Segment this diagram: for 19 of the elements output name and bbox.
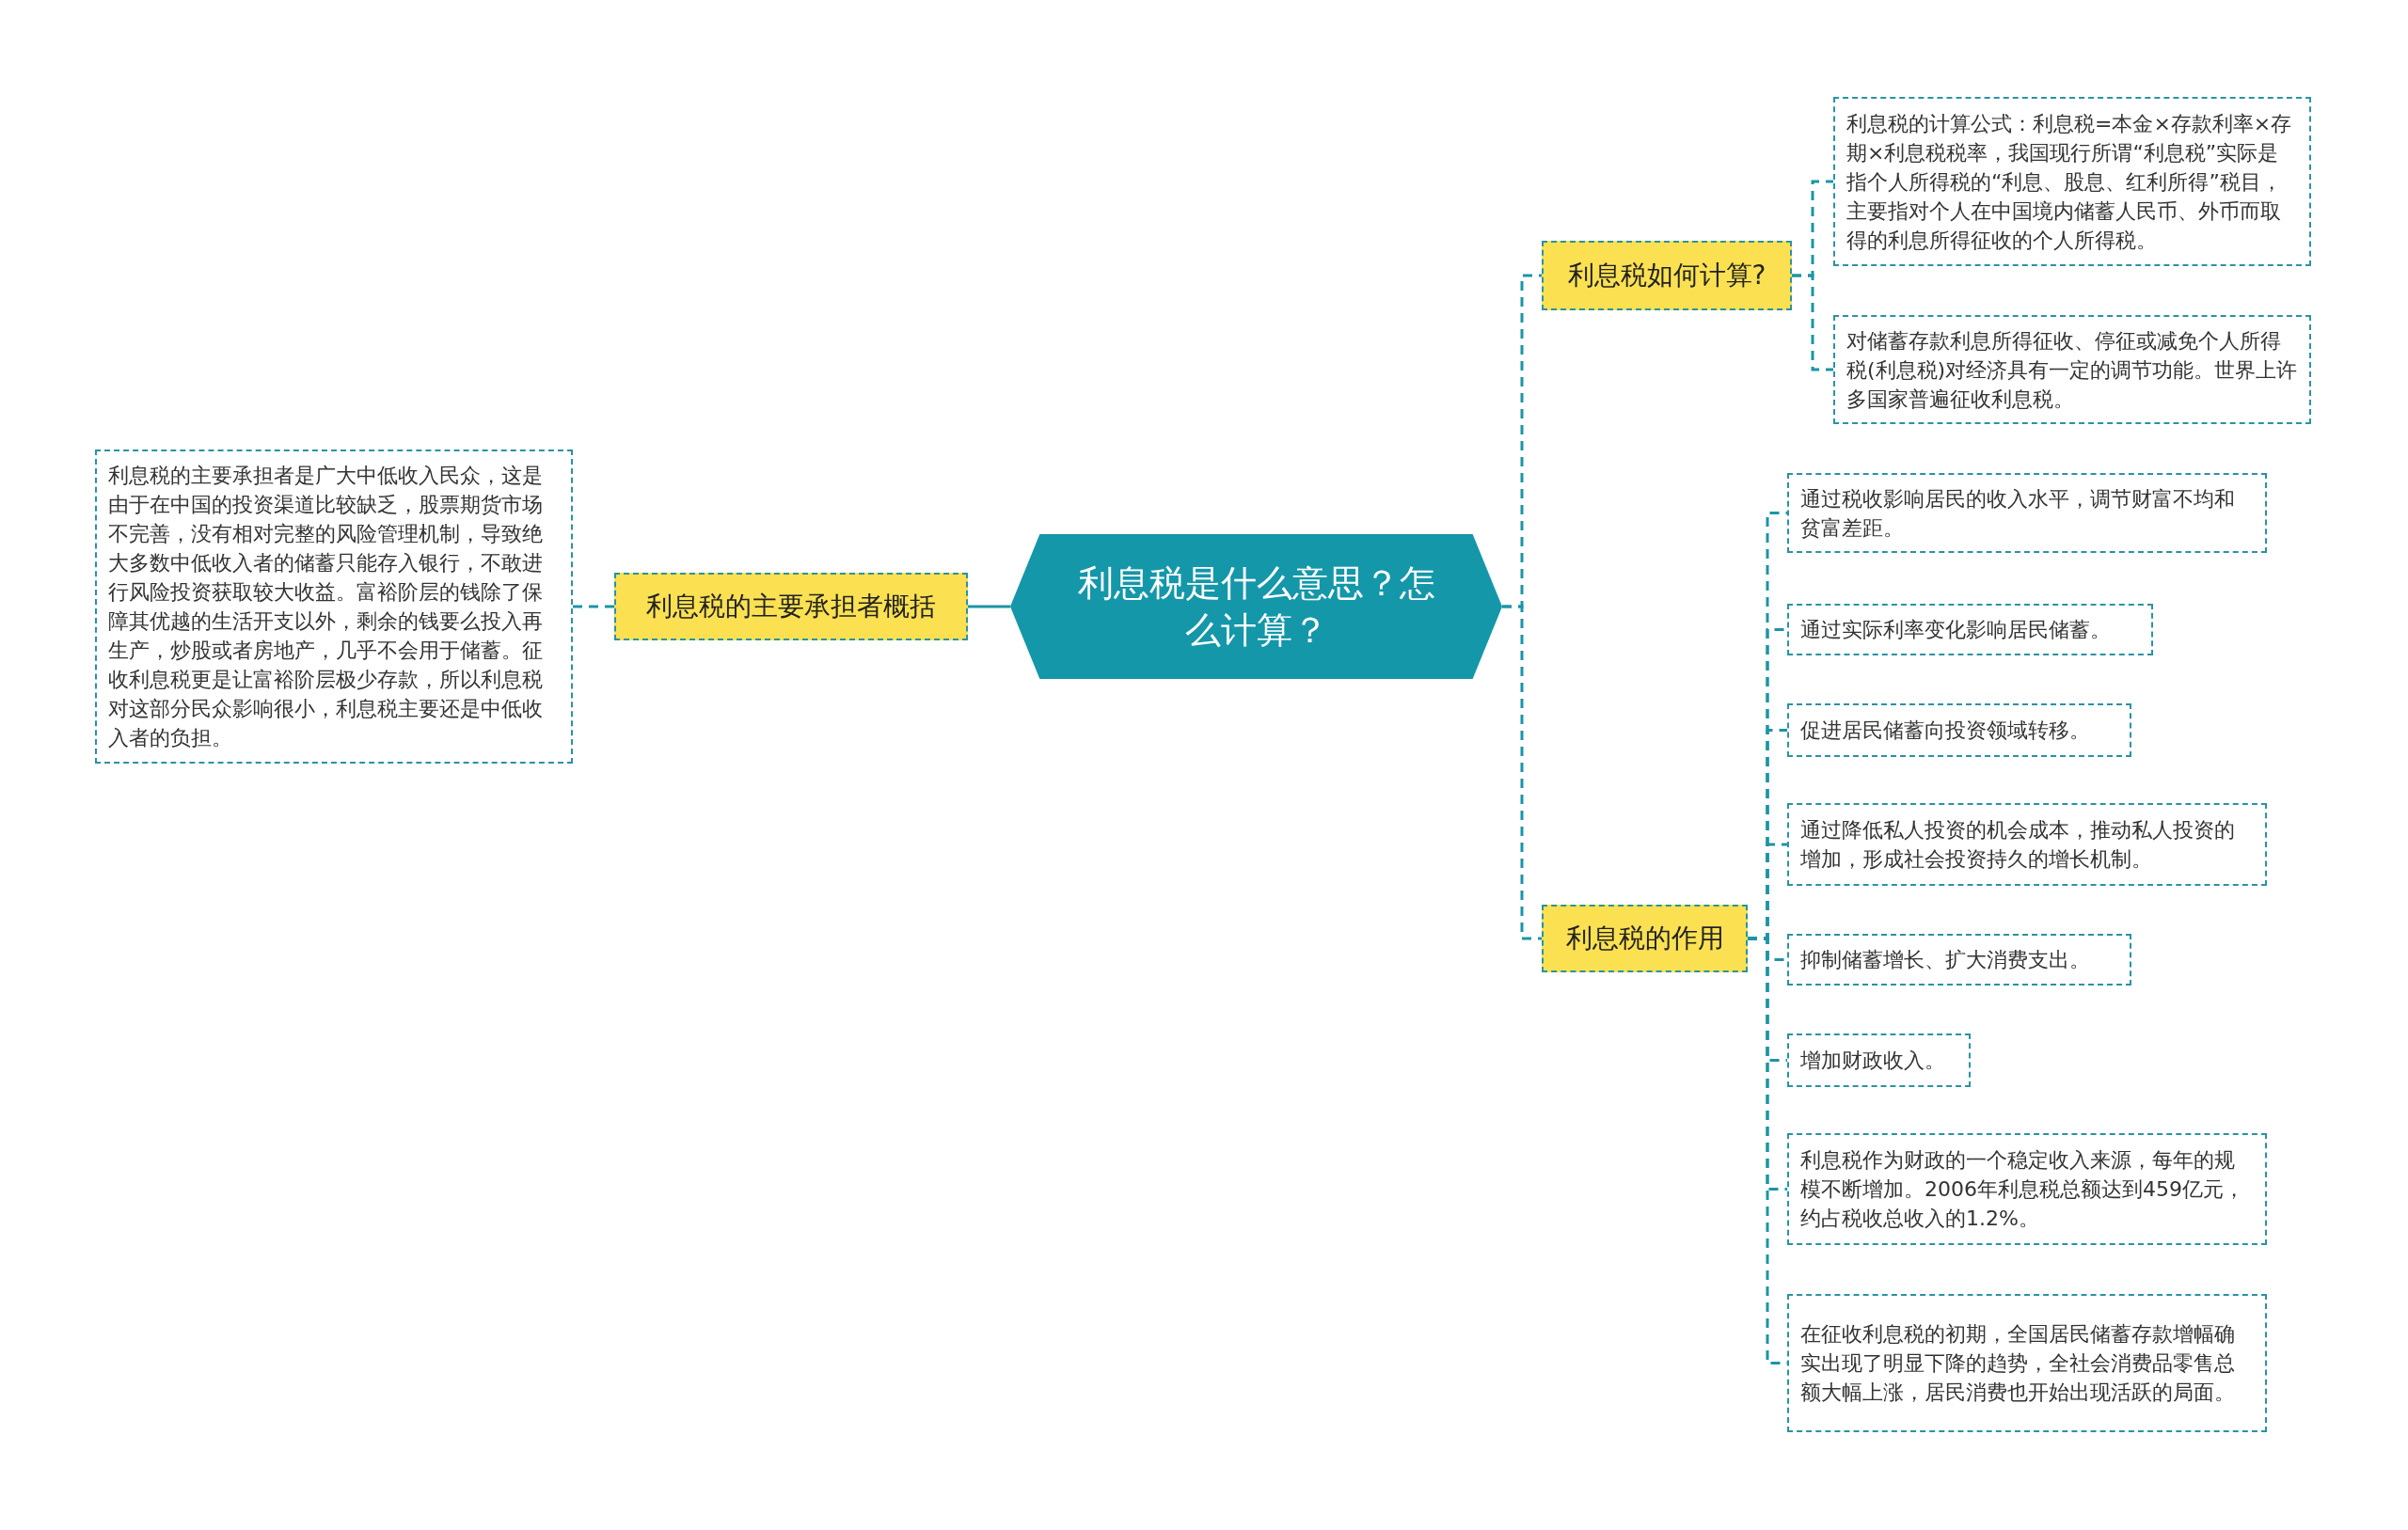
note-box: 通过税收影响居民的收入水平，调节财富不均和贫富差距。	[1787, 473, 2267, 553]
topic-box: 利息税如何计算?	[1542, 241, 1792, 310]
note-box: 利息税作为财政的一个稳定收入来源，每年的规模不断增加。2006年利息税总额达到459亿元，约占税收总收入的1.2%。	[1787, 1133, 2267, 1245]
connector-line	[1502, 605, 1542, 940]
topic-box: 利息税的主要承担者概括	[614, 573, 968, 640]
note-box: 抑制储蓄增长、扩大消费支出。	[1787, 934, 2131, 986]
note-box: 利息税的主要承担者是广大中低收入民众，这是由于在中国的投资渠道比较缺乏，股票期货市场不完善，没有相对完整的风险管理机制，导致绝大多数中低收入者的储蓄只能存入银行，不敢进行风险投资获取较大收益。富裕阶层的钱除了保障其优越的生活开支以外，剩余的钱要么投入再生产，炒股或者房地产，几乎不会用于储蓄。征收利息税更是让富裕阶层极少存款，所以利息税对这部分民众影响很小，利息税主要还是中低收入者的负担。	[95, 450, 573, 764]
topic-box: 利息税的作用	[1542, 905, 1748, 972]
note-box: 通过降低私人投资的机会成本，推动私人投资的增加，形成社会投资持久的增长机制。	[1787, 803, 2267, 886]
note-box: 对储蓄存款利息所得征收、停征或减免个人所得税(利息税)对经济具有一定的调节功能。世界上许多国家普遍征收利息税。	[1833, 315, 2311, 424]
central-topic-hexagon: 利息税是什么意思？怎么计算？	[1010, 534, 1502, 679]
note-box: 利息税的计算公式：利息税=本金×存款利率×存期×利息税税率，我国现行所谓“利息税”实际是指个人所得税的“利息、股息、红利所得”税目，主要指对个人在中国境内储蓄人民币、外币而取得的利息所得征收的个人所得税。	[1833, 97, 2311, 266]
note-box: 通过实际利率变化影响居民储蓄。	[1787, 604, 2153, 655]
note-box: 促进居民储蓄向投资领域转移。	[1787, 703, 2131, 757]
note-box: 在征收利息税的初期，全国居民储蓄存款增幅确实出现了明显下降的趋势，全社会消费品零售总额大幅上涨，居民消费也开始出现活跃的局面。	[1787, 1294, 2267, 1432]
connector-line	[573, 605, 614, 608]
connector-line	[1792, 274, 1833, 371]
connector-line	[968, 605, 1010, 608]
note-box: 增加财政收入。	[1787, 1033, 1971, 1087]
